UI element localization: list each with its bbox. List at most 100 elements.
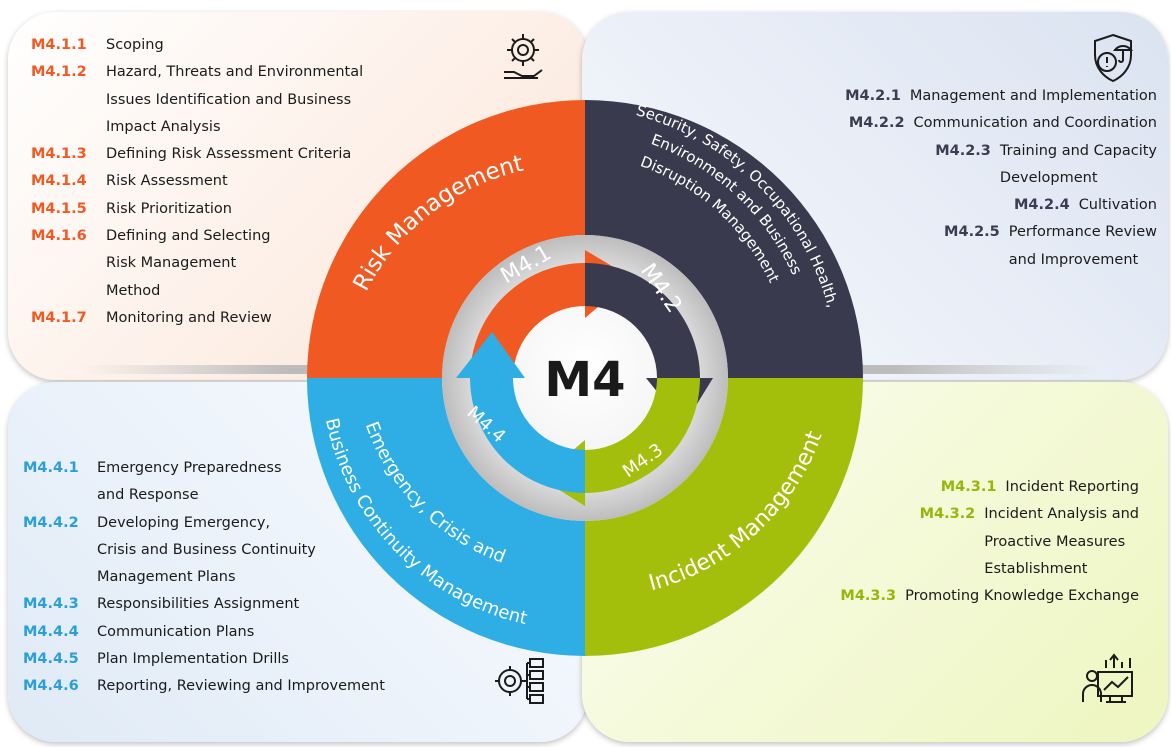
list-item: M4.4.2Crisis and Business Continuity — [23, 537, 385, 564]
list-item: M4.2.2 Communication and Coordination — [845, 110, 1157, 137]
list-item: M4.1.2Issues Identification and Business — [31, 87, 363, 114]
item-code: M4.2.1 — [845, 88, 901, 104]
item-code: M4.1.5 — [31, 200, 87, 217]
item-text: Incident Reporting — [1005, 479, 1139, 495]
item-text: Defining and Selecting — [106, 228, 271, 245]
list-item: M4.4.2 Developing Emergency, — [23, 510, 385, 537]
item-code: M4.1.7 — [31, 309, 87, 326]
item-text: Method — [106, 282, 161, 299]
item-code: M4.4.1 — [23, 460, 79, 476]
item-text: Management Plans — [97, 569, 236, 586]
item-text: Plan Implementation Drills — [97, 651, 289, 668]
list-item: M4.3.1 Incident Reporting — [840, 474, 1139, 501]
item-text: Developing Emergency, — [97, 514, 271, 531]
list-item: M4.2.4 Cultivation — [845, 192, 1157, 219]
item-text: Performance Review — [1008, 224, 1157, 241]
item-code: M4.1.4 — [31, 173, 87, 190]
item-text: and Improvement — [1008, 251, 1139, 268]
list-item: M4.1.6Method — [31, 278, 363, 305]
list-item: M4.4.6 Reporting, Reviewing and Improveme… — [23, 673, 385, 700]
item-code: M4.4.4 — [23, 623, 79, 640]
item-text: Cultivation — [1078, 197, 1157, 214]
list-item: M4.4.1 Emergency Preparedness — [23, 455, 385, 482]
item-text: Risk Assessment — [106, 173, 228, 190]
list-item: M4.4.4 Communication Plans — [23, 619, 385, 646]
item-code: M4.3.3 — [840, 588, 897, 605]
item-code: M4.4.6 — [23, 678, 79, 695]
item-text: Monitoring and Review — [106, 309, 272, 326]
risk-management-sector — [307, 100, 585, 378]
shield-umbrella-icon — [1094, 33, 1134, 83]
item-code: M4.1.3 — [31, 146, 87, 163]
list-item: M4.1.5 Risk Prioritization — [31, 196, 363, 223]
emergency-management-sector — [307, 378, 585, 656]
list-item: M4.3.2Proactive Measures — [840, 529, 1139, 556]
list-item: M4.1.2 Hazard, Threats and Environmental — [31, 59, 363, 86]
gear-flowchart-icon — [495, 658, 544, 704]
list-item: M4.4.5 Plan Implementation Drills — [23, 646, 385, 673]
list-item: M4.2.1 Management and Implementation — [845, 83, 1157, 110]
list-item: M4.3.3 Promoting Knowledge Exchange — [840, 583, 1139, 610]
list-item: M4.1.7 Monitoring and Review — [31, 305, 363, 332]
item-code: M4.3.2 — [919, 506, 976, 523]
m4-4-arrow — [456, 332, 585, 493]
list-item: M4.1.1 Scoping — [31, 32, 363, 59]
item-code: M4.4.2 — [23, 514, 79, 531]
list-item: M4.1.3 Defining Risk Assessment Criteria — [31, 141, 363, 168]
item-text: Risk Prioritization — [106, 200, 232, 217]
item-code: M4.4.5 — [23, 651, 79, 668]
item-text: Risk Management — [106, 255, 237, 272]
emergency-management-list: M4.4.1 Emergency PreparednessM4.4.1and Re… — [23, 455, 385, 701]
item-code: M4.4.3 — [23, 596, 79, 613]
list-item: M4.2.3 Training and Capacity — [845, 138, 1157, 165]
item-text: Crisis and Business Continuity — [97, 541, 316, 558]
item-text: and Response — [97, 487, 199, 504]
list-item: M4.4.2Management Plans — [23, 564, 385, 591]
list-item: M4.1.6 Defining and Selecting — [31, 223, 363, 250]
item-text: Emergency Preparedness — [97, 460, 282, 476]
list-item: M4.4.3 Responsibilities Assignment — [23, 591, 385, 618]
item-text: Communication Plans — [97, 623, 255, 640]
list-item: M4.3.2 Incident Analysis and — [840, 501, 1139, 528]
list-item: M4.3.2Establishment — [840, 556, 1139, 583]
item-code: M4.1.2 — [31, 64, 87, 81]
list-item: M4.4.1and Response — [23, 482, 385, 509]
item-code: M4.1.6 — [31, 228, 87, 245]
list-item: M4.2.5 Performance Review — [845, 219, 1157, 246]
list-item: M4.1.4 Risk Assessment — [31, 168, 363, 195]
item-code: M4.2.4 — [1013, 197, 1070, 214]
item-text: Scoping — [106, 37, 164, 53]
item-text: Development — [999, 169, 1098, 186]
security-management-sector — [585, 100, 863, 378]
list-item: M4.1.6Risk Management — [31, 250, 363, 277]
list-item: M4.1.2Impact Analysis — [31, 114, 363, 141]
item-text: Incident Analysis and — [984, 506, 1139, 523]
item-text: Training and Capacity — [999, 142, 1157, 159]
item-code: M4.3.1 — [940, 479, 997, 495]
incident-management-sector — [585, 378, 863, 656]
list-item: M4.2.3Development — [845, 165, 1157, 192]
item-text: Communication and Coordination — [913, 115, 1157, 132]
gear-hand-icon — [504, 34, 543, 79]
analytics-person-icon — [1082, 653, 1133, 703]
item-text: Impact Analysis — [106, 118, 221, 135]
item-code: M4.1.1 — [31, 37, 87, 53]
item-text: Establishment — [984, 560, 1088, 577]
center-label: M4 — [544, 352, 625, 408]
item-code: M4.2.3 — [935, 142, 991, 159]
item-text: Management and Implementation — [909, 88, 1157, 104]
item-code: M4.2.5 — [944, 224, 1000, 241]
item-text: Promoting Knowledge Exchange — [905, 588, 1139, 605]
item-text: Defining Risk Assessment Criteria — [106, 146, 352, 163]
item-text: Reporting, Reviewing and Improvement — [97, 678, 385, 695]
item-text: Proactive Measures — [984, 533, 1126, 550]
item-text: Responsibilities Assignment — [97, 596, 300, 613]
list-item: M4.2.5and Improvement — [845, 247, 1157, 274]
item-text: Hazard, Threats and Environmental — [106, 64, 364, 81]
item-text: Issues Identification and Business — [106, 91, 352, 108]
item-code: M4.2.2 — [848, 115, 905, 132]
